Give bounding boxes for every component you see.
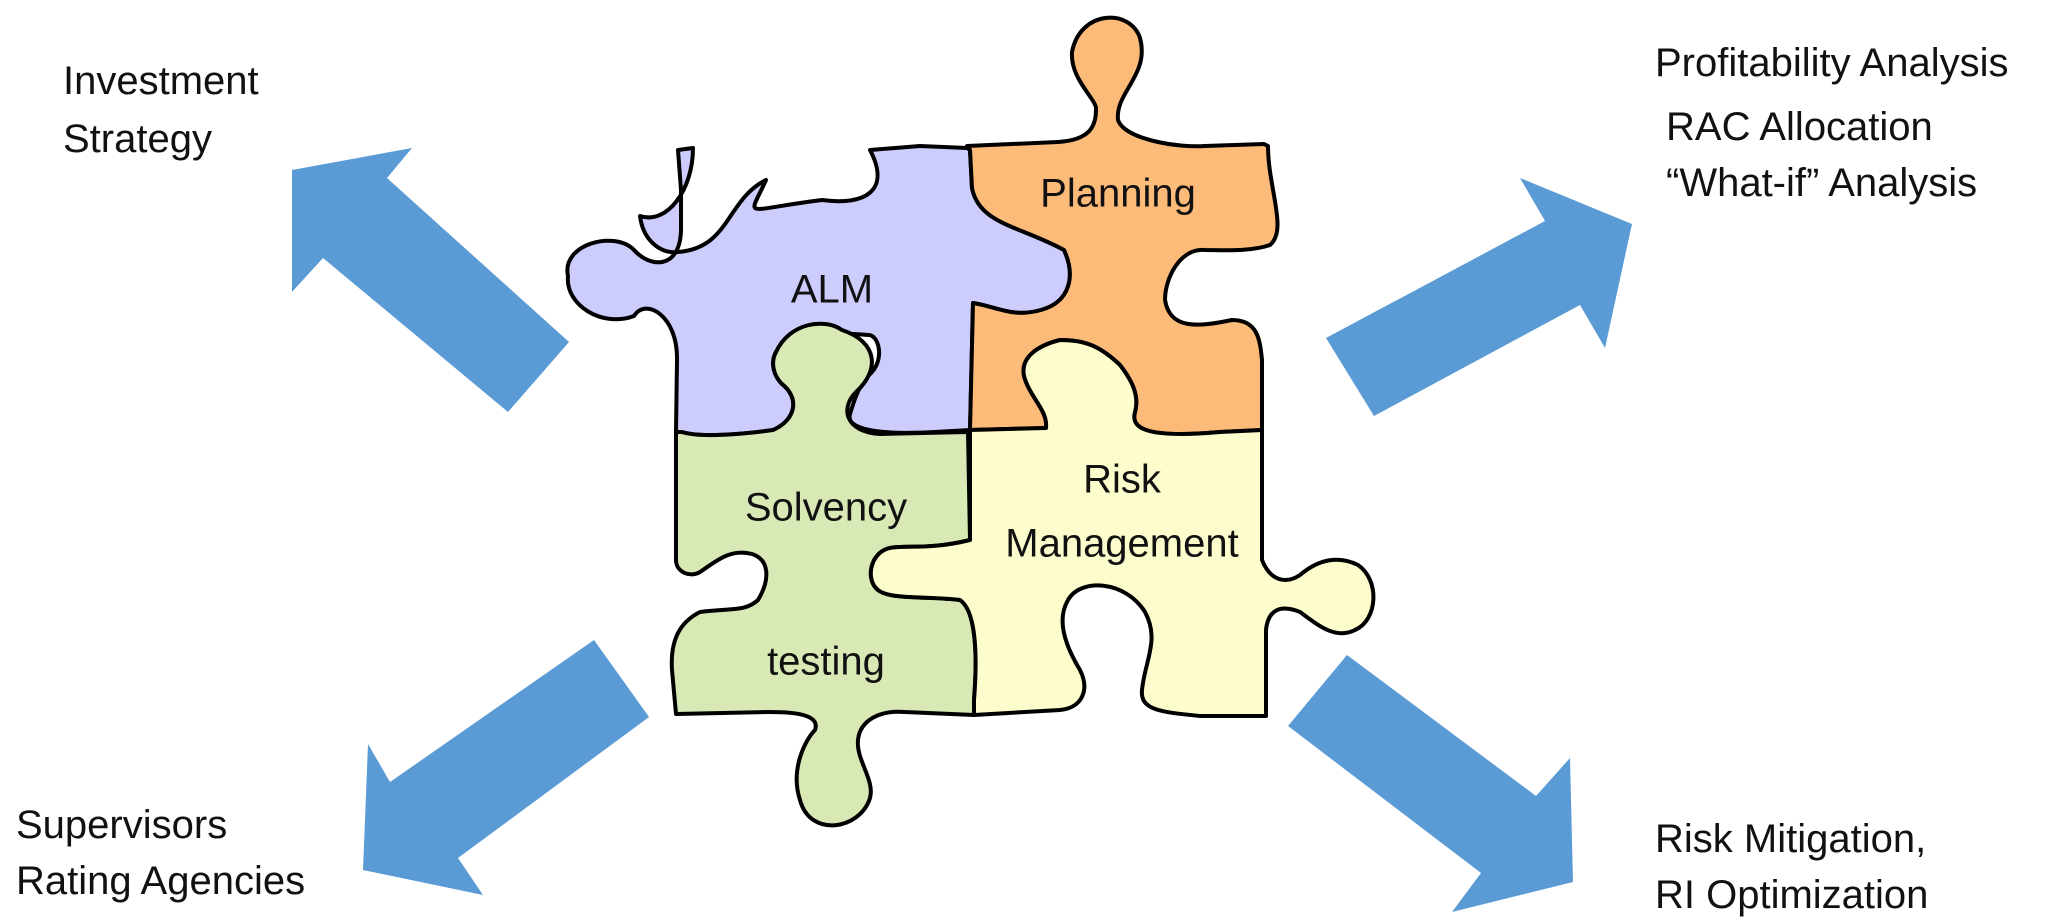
arrow-down-right <box>1288 655 1573 912</box>
solvency-label-line1: Solvency <box>745 486 907 530</box>
top-right-line3: “What-if” Analysis <box>1666 161 1977 205</box>
solvency-label-line2: testing <box>767 640 885 684</box>
risk-label-line1: Risk <box>1083 458 1162 502</box>
planning-label: Planning <box>1040 172 1196 216</box>
bottom-left-line1: Supervisors <box>16 803 227 847</box>
arrow-up-right <box>1326 178 1632 416</box>
risk-label-line2: Management <box>1005 522 1238 566</box>
top-left-line1: Investment <box>63 59 259 103</box>
puzzle-piece-risk <box>868 338 1376 718</box>
bottom-left-line2: Rating Agencies <box>16 859 305 903</box>
arrow-down-left <box>363 640 649 895</box>
bottom-right-line2: RI Optimization <box>1655 873 1928 917</box>
top-left-line2: Strategy <box>63 117 212 161</box>
arrow-up-left <box>292 148 569 412</box>
top-right-line2: RAC Allocation <box>1666 105 1933 149</box>
top-right-line1: Profitability Analysis <box>1655 41 2008 85</box>
alm-label: ALM <box>791 268 873 312</box>
bottom-right-line1: Risk Mitigation, <box>1655 817 1926 861</box>
puzzle-piece-planning <box>965 15 1280 436</box>
